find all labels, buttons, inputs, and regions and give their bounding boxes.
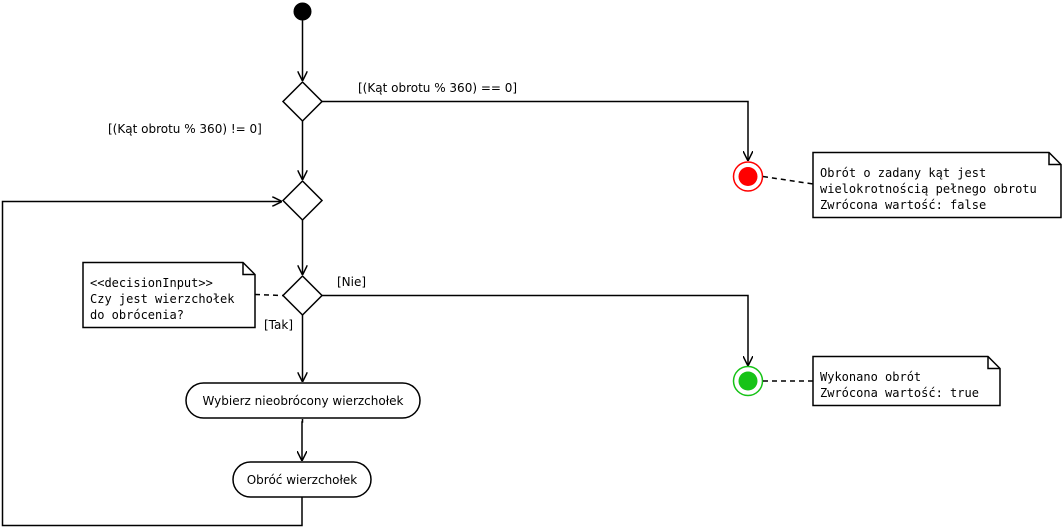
note-final-false <box>812 151 1062 219</box>
final-node-true <box>738 371 758 391</box>
decision-vertex <box>281 274 324 317</box>
note-link-decision <box>254 293 284 297</box>
initial-node <box>293 2 312 21</box>
edge-select-to-rotate <box>302 419 303 461</box>
action-select-vertex-label: Wybierz nieobrócony wierzchołek <box>203 394 404 408</box>
edge-decision-to-final-true <box>322 294 748 366</box>
edge-loop-back <box>1 202 303 527</box>
note-fold <box>1048 152 1061 166</box>
note-final-true-line: Zwrócona wartość: true <box>820 386 979 400</box>
action-rotate-vertex <box>232 461 372 498</box>
guard-not-divisible: [(Kąt obrotu % 360) != 0] <box>108 122 262 136</box>
merge-node <box>281 179 324 222</box>
note-final-false-line: Zwrócona wartość: false <box>820 198 986 212</box>
note-fold <box>242 262 255 276</box>
note-link-false <box>762 175 814 185</box>
guard-no: [Nie] <box>337 275 366 289</box>
note-decision-input-line: <<decisionInput>> <box>90 276 213 290</box>
guard-yes: [Tak] <box>264 318 293 332</box>
edge-decision-to-final-false <box>322 100 748 161</box>
note-final-true-line: Wykonano obrót <box>820 370 921 384</box>
note-final-true <box>812 355 1001 407</box>
final-node-false <box>738 167 758 186</box>
note-decision-input-line: do obrócenia? <box>90 308 184 322</box>
action-select-vertex <box>185 382 421 419</box>
action-rotate-vertex-label: Obróć wierzchołek <box>247 473 358 487</box>
note-decision-input <box>82 261 256 329</box>
note-final-false-line: Obrót o zadany kąt jest <box>820 166 986 180</box>
decision-angle <box>281 80 324 123</box>
guard-divisible: [(Kąt obrotu % 360) == 0] <box>358 81 517 95</box>
note-decision-input-line: Czy jest wierzchołek <box>90 292 235 306</box>
note-final-false-line: wielokrotnością pełnego obrotu <box>820 182 1037 196</box>
note-fold <box>987 356 1000 370</box>
